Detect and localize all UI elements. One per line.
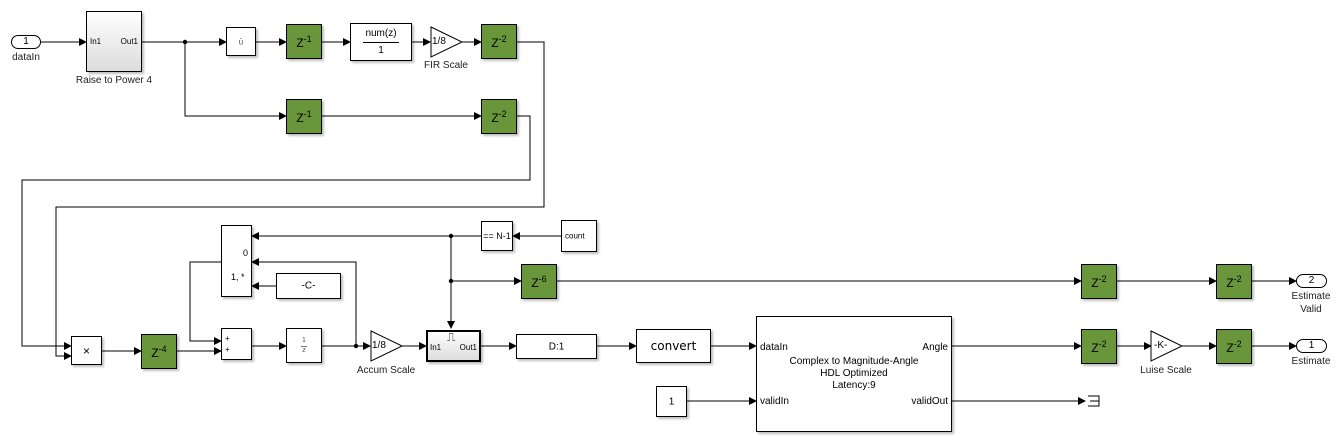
fir-gain-value[interactable]: 1/8 bbox=[432, 36, 446, 47]
delay-block-d7[interactable]: Z-2 bbox=[1081, 264, 1117, 299]
switch-label-star: 1, * bbox=[231, 272, 245, 282]
data-type-conversion-block[interactable]: convert bbox=[636, 329, 711, 363]
conjugate-block[interactable]: ū bbox=[226, 27, 256, 56]
switch-label-zero: 0 bbox=[242, 248, 248, 258]
luise-gain-caption: Luise Scale bbox=[1140, 365, 1192, 376]
outport-estimate[interactable]: 1 bbox=[1296, 339, 1327, 353]
port-out1: Out1 bbox=[120, 37, 138, 46]
delay-block-d1[interactable]: Z-1 bbox=[286, 24, 322, 59]
sum-block[interactable]: + + bbox=[221, 328, 252, 360]
branch-point bbox=[353, 343, 359, 349]
accum-gain-value[interactable]: 1/8 bbox=[372, 340, 386, 351]
terminator-icon bbox=[1088, 395, 1100, 407]
cordic-title-line3: Latency:9 bbox=[832, 380, 876, 391]
downsample-block[interactable]: D:1 bbox=[516, 334, 597, 359]
enabled-subsystem[interactable]: In1 ⎍ Out1 bbox=[426, 330, 481, 362]
constant-c-block[interactable]: -C- bbox=[276, 273, 341, 299]
outport-label: Estimate bbox=[1291, 291, 1331, 302]
inport-label: dataIn bbox=[12, 52, 40, 63]
raise-to-power-caption: Raise to Power 4 bbox=[75, 75, 153, 86]
port-in1: In1 bbox=[430, 343, 442, 352]
cordic-title-line2: HDL Optimized bbox=[820, 368, 888, 379]
cordic-title-line1: Complex to Magnitude-Angle bbox=[789, 356, 919, 367]
accum-gain-caption: Accum Scale bbox=[356, 365, 416, 376]
delay-block-d8[interactable]: Z-2 bbox=[1216, 264, 1252, 299]
delay-block-d10[interactable]: Z-2 bbox=[1216, 329, 1252, 364]
line-branch-d3 bbox=[184, 42, 287, 120]
delay-block-d6[interactable]: Z-6 bbox=[521, 264, 557, 299]
accum-gain-triangle bbox=[370, 330, 404, 362]
branch-point bbox=[448, 278, 454, 284]
branch-point bbox=[182, 39, 188, 45]
enable-pulse-icon: ⎍ bbox=[447, 330, 456, 344]
unit-delay-integrator-block[interactable]: 1 z bbox=[286, 328, 322, 363]
compare-to-constant-block[interactable]: == N-1 bbox=[481, 221, 513, 251]
constant-one-block[interactable]: 1 bbox=[656, 386, 687, 417]
port-validout: validOut bbox=[911, 396, 948, 407]
luise-gain-triangle bbox=[1150, 330, 1184, 362]
switch-block[interactable]: 0 1, * bbox=[221, 225, 252, 297]
port-in1: In1 bbox=[90, 37, 102, 46]
outport-label: Valid bbox=[1300, 304, 1322, 315]
sum-sign: + bbox=[225, 345, 230, 354]
luise-gain-value[interactable]: -K- bbox=[1154, 340, 1168, 351]
outport-label: Estimate bbox=[1291, 356, 1331, 367]
raise-to-power-subsystem[interactable]: In1 Out1 bbox=[86, 11, 142, 72]
port-angle: Angle bbox=[922, 342, 948, 353]
inport-number: 1 bbox=[23, 36, 29, 47]
inport-datain[interactable]: 1 bbox=[11, 35, 41, 49]
outport-estimate-valid[interactable]: 2 bbox=[1296, 274, 1327, 288]
delay-block-d9[interactable]: Z-2 bbox=[1081, 329, 1117, 364]
fir-gain-triangle bbox=[430, 26, 464, 58]
fir-filter-block[interactable]: num(z) 1 bbox=[350, 23, 412, 61]
port-datain: dataIn bbox=[760, 342, 788, 353]
counter-block[interactable]: count bbox=[561, 220, 597, 252]
complex-to-magnitude-angle-block[interactable]: dataIn validIn Angle validOut Complex to… bbox=[756, 316, 952, 432]
product-block[interactable]: × bbox=[71, 336, 102, 365]
sum-sign: + bbox=[225, 334, 230, 343]
branch-point bbox=[448, 233, 454, 239]
delay-block-d2[interactable]: Z-2 bbox=[481, 24, 517, 59]
delay-block-d3[interactable]: Z-1 bbox=[286, 99, 322, 134]
delay-block-d4[interactable]: Z-2 bbox=[481, 99, 517, 134]
port-out1: Out1 bbox=[459, 343, 477, 352]
fir-gain-caption: FIR Scale bbox=[424, 60, 468, 71]
delay-block-d5[interactable]: Z-4 bbox=[141, 334, 177, 369]
port-validin: validIn bbox=[760, 396, 789, 407]
